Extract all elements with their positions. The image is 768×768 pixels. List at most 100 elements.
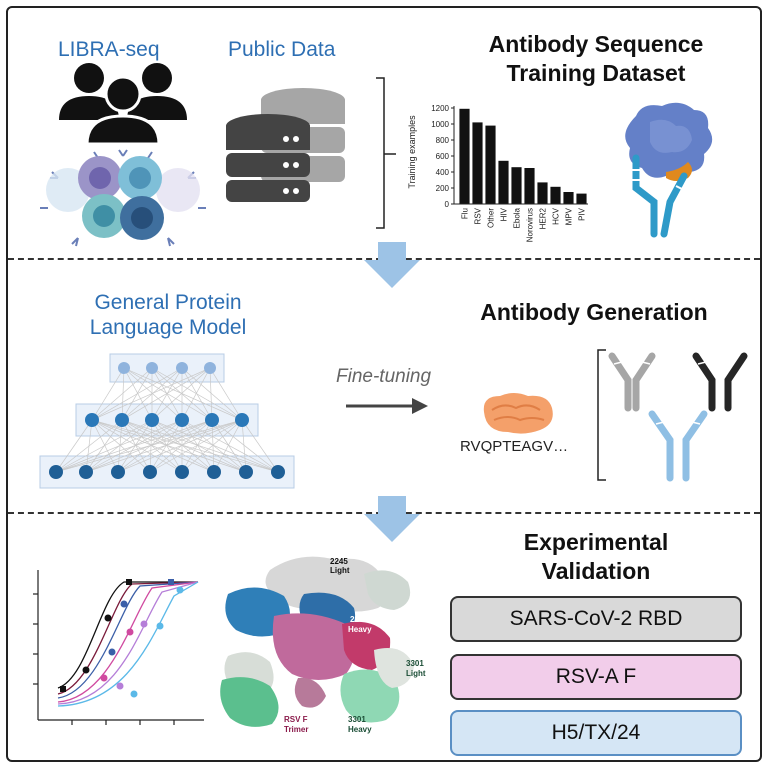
x-tick-label: Norovirus — [526, 208, 535, 242]
nn-node — [205, 413, 219, 427]
label-3301-light-a: 3301 — [406, 659, 424, 668]
nn-edge — [91, 419, 119, 473]
target-label: SARS-CoV-2 RBD — [509, 607, 683, 630]
label-3301-heavy-a: 3301 — [348, 715, 366, 724]
nn-edge — [151, 419, 215, 473]
label-3301-light-b: Light — [406, 669, 426, 678]
bar-ebola — [511, 167, 522, 204]
label-3301-heavy-b: Heavy — [348, 725, 372, 734]
training-bar-chart: Training examples 020040060080010001200 … — [407, 104, 588, 242]
nn-edge — [91, 367, 211, 421]
bracket-1 — [376, 77, 396, 229]
bar-hcv — [550, 186, 561, 204]
target-rsv-a-f: RSV-A F — [450, 654, 742, 700]
label-2245-light-b: Light — [330, 566, 350, 575]
nn-edge — [55, 419, 183, 473]
x-tick-label: HIV — [500, 207, 509, 221]
x-tick-label: MPV — [565, 207, 574, 225]
nn-edge — [151, 419, 183, 473]
public-data-label: Public Data — [228, 38, 336, 61]
nn-node — [79, 465, 93, 479]
cryo-em-structure: 2245 Light 2245 Heavy 3301 Light 3301 He… — [220, 556, 426, 734]
nn-edge — [91, 367, 183, 421]
nn-edge — [123, 367, 243, 421]
nn-edge — [211, 419, 279, 473]
x-tick-label: PIV — [578, 207, 587, 221]
nn-edge — [151, 367, 211, 421]
y-tick-label: 0 — [445, 200, 450, 209]
nn-edge — [181, 419, 243, 473]
down-arrow-2 — [364, 496, 420, 542]
plm-line2: Language Model — [89, 316, 247, 339]
y-tick-label: 1200 — [431, 104, 449, 113]
nn-edge — [55, 419, 153, 473]
nn-edge — [55, 419, 243, 473]
nn-edge — [149, 419, 243, 473]
nn-edge — [151, 419, 279, 473]
generated-antibodies-icon — [608, 352, 748, 482]
nn-edge — [213, 419, 243, 473]
nn-node — [85, 413, 99, 427]
label-2245-heavy-b: Heavy — [348, 625, 372, 634]
nn-edge — [211, 419, 215, 473]
nn-edge — [117, 419, 243, 473]
nn-edge — [149, 419, 153, 473]
nn-node — [175, 413, 189, 427]
bar-her2 — [537, 182, 548, 204]
database-icon — [226, 88, 345, 202]
nn-node — [239, 465, 253, 479]
nn-node — [143, 465, 157, 479]
fine-tuning-label: Fine-tuning — [336, 366, 432, 387]
training-dataset-title: Antibody Sequence Training Dataset — [446, 30, 746, 88]
x-tick-label: Other — [487, 208, 496, 228]
nn-edge — [91, 419, 215, 473]
nn-edge — [121, 419, 279, 473]
label-rsvf-trimer-a: RSV F — [284, 715, 308, 724]
nn-edge — [181, 367, 243, 421]
nn-edge — [91, 367, 153, 421]
bar-other — [485, 125, 496, 204]
bar-norovirus — [524, 168, 535, 204]
nn-edge — [209, 367, 213, 421]
nn-edge — [121, 367, 183, 421]
label-2245-light-a: 2245 — [330, 557, 348, 566]
x-tick-label: RSV — [474, 207, 483, 224]
nn-edge — [241, 419, 279, 473]
nn-edge — [121, 419, 183, 473]
nn-edge — [149, 419, 213, 473]
nn-edge — [55, 419, 213, 473]
nn-edge — [181, 419, 279, 473]
sequence-label: RVQPTEAGV… — [460, 438, 569, 455]
nn-edge — [123, 367, 213, 421]
antibody-generation-title: Antibody Generation — [480, 299, 708, 325]
bar-mpv — [563, 192, 574, 204]
nn-edge — [55, 419, 93, 473]
label-rsvf-trimer-b: Trimer — [284, 725, 308, 734]
binding-curves-plot — [33, 570, 204, 725]
nn-edge — [121, 419, 151, 473]
nn-node — [146, 362, 158, 374]
target-label: H5/TX/24 — [551, 721, 641, 744]
nn-edge — [123, 367, 153, 421]
people-icon — [59, 63, 187, 144]
nn-edge — [55, 419, 123, 473]
y-tick-label: 800 — [436, 136, 450, 145]
x-tick-label: Flu — [461, 208, 470, 219]
libra-seq-label: LIBRA-seq — [58, 38, 160, 61]
nn-node — [49, 465, 63, 479]
nn-edge — [91, 419, 183, 473]
plm-line1: General Protein — [94, 291, 242, 314]
protein-blob-icon — [483, 393, 553, 434]
nn-node — [115, 413, 129, 427]
training-title-line1: Antibody Sequence — [488, 31, 704, 57]
nn-node — [271, 465, 285, 479]
nn-edge — [121, 367, 125, 421]
antigen-antibody-icon — [625, 102, 713, 238]
nn-node — [235, 413, 249, 427]
bar-flu — [459, 108, 470, 204]
bar-hiv — [498, 160, 509, 204]
nn-edge — [85, 419, 243, 473]
nn-edge — [121, 419, 215, 473]
nn-edge — [209, 367, 243, 421]
nn-edge — [91, 419, 247, 473]
